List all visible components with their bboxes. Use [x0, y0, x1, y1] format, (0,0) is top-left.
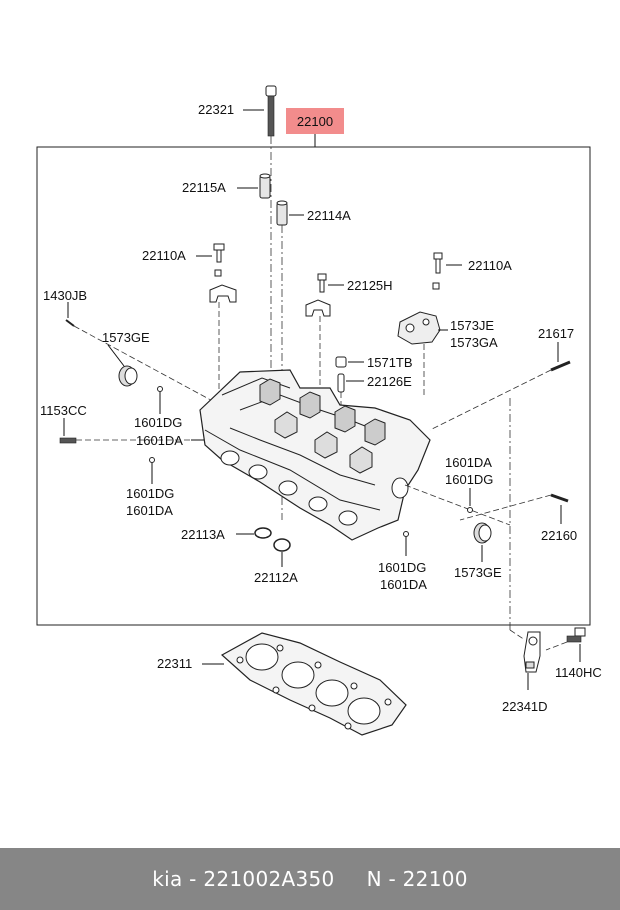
- label-22115a[interactable]: 22115A: [182, 180, 226, 195]
- sleeve-22115a-icon: [259, 173, 271, 199]
- bolt-1140hc-icon: [545, 627, 586, 651]
- label-22321[interactable]: 22321: [198, 102, 234, 117]
- main-part-label[interactable]: 22100: [297, 114, 333, 129]
- label-1573ge-bottom[interactable]: 1573GE: [454, 565, 502, 580]
- seal-22112a-icon: [273, 538, 291, 552]
- pin-1430jb-icon: [65, 319, 221, 406]
- label-1140hc[interactable]: 1140HC: [555, 665, 602, 680]
- label-1573je[interactable]: 1573JE: [450, 318, 494, 333]
- label-22311[interactable]: 22311: [157, 656, 192, 671]
- main-part-highlight: [286, 108, 344, 134]
- footer-bar: kia - 221002A350 N - 22100: [0, 848, 620, 910]
- label-22114a[interactable]: 22114A: [307, 208, 351, 223]
- label-1601dg-d[interactable]: 1601DG: [378, 560, 426, 575]
- label-1573ga[interactable]: 1573GA: [450, 335, 498, 350]
- assembly-border: [36, 146, 591, 626]
- label-1601dg-c[interactable]: 1601DG: [445, 472, 493, 487]
- footer-diagram-number: N - 22100: [366, 867, 468, 891]
- bolt-22125h-icon: [305, 273, 331, 400]
- seal-22113a-icon: [254, 527, 272, 539]
- label-1153cc[interactable]: 1153CC: [40, 403, 87, 418]
- plug-1573ge-bottom-icon: [473, 522, 492, 544]
- bolt-1153cc-icon: [59, 437, 205, 444]
- cam-bracket-icon: [397, 311, 441, 395]
- label-22160[interactable]: 22160: [541, 528, 577, 543]
- bolt-22321-icon: [265, 85, 277, 400]
- footer-part-number: kia - 221002A350: [152, 867, 335, 891]
- label-1571tb[interactable]: 1571TB: [367, 355, 413, 370]
- label-1601dg-a[interactable]: 1601DG: [134, 415, 182, 430]
- stud-21617-icon: [429, 360, 571, 431]
- label-21617[interactable]: 21617: [538, 326, 574, 341]
- label-1601da-a[interactable]: 1601DA: [136, 433, 183, 448]
- bolt-22110a-right-icon: [432, 252, 443, 290]
- label-1430jb[interactable]: 1430JB: [43, 288, 87, 303]
- label-22126e[interactable]: 22126E: [367, 374, 412, 389]
- label-22112a[interactable]: 22112A: [254, 570, 298, 585]
- label-1573ge-top[interactable]: 1573GE: [102, 330, 150, 345]
- label-1601da-d[interactable]: 1601DA: [380, 577, 427, 592]
- label-22341d[interactable]: 22341D: [502, 699, 548, 714]
- label-22125h[interactable]: 22125H: [347, 278, 393, 293]
- plug-1573ge-top-icon: [118, 365, 138, 387]
- label-1601da-b[interactable]: 1601DA: [126, 503, 173, 518]
- bolt-22110a-left-icon: [209, 243, 237, 400]
- cylinder-head-icon: [199, 369, 511, 541]
- label-22113a[interactable]: 22113A: [181, 527, 225, 542]
- label-1601dg-b[interactable]: 1601DG: [126, 486, 174, 501]
- stud-22160-icon: [459, 493, 569, 521]
- label-22110a-right[interactable]: 22110A: [468, 258, 512, 273]
- label-22110a-left[interactable]: 22110A: [142, 248, 186, 263]
- label-1601da-c[interactable]: 1601DA: [445, 455, 492, 470]
- parts-diagram: 22100 22321 22115A 22114A 22110A 22: [36, 85, 602, 736]
- head-gasket-icon: [220, 632, 407, 736]
- hanger-22341d-icon: [523, 631, 541, 673]
